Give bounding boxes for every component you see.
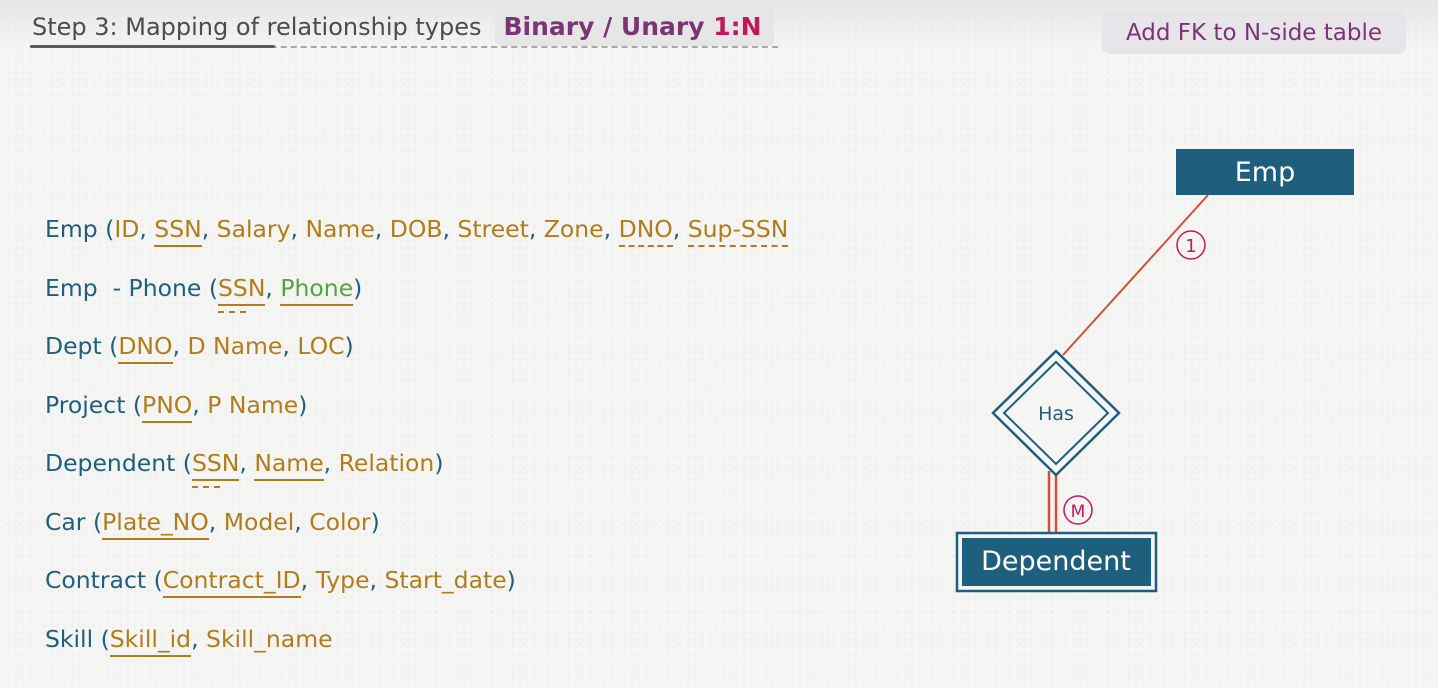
attribute-foreign-key: DNO [618, 215, 673, 247]
close-paren: ) [506, 566, 516, 594]
table-name: Car [45, 508, 86, 536]
table-name: Emp - Phone [45, 274, 202, 302]
table-name: Contract [45, 566, 147, 594]
relationship-has-outer [991, 349, 1121, 477]
attribute: Name [305, 215, 375, 243]
schema-dept: Dept (DNO, D Name, LOC) [45, 331, 354, 364]
attribute-key-foreign-key: SSN [217, 274, 266, 313]
schema-car: Car (Plate_NO, Model, Color) [45, 507, 380, 540]
attribute-key: Skill_id [109, 625, 192, 657]
attribute: D Name [187, 332, 283, 360]
attribute: DOB [389, 215, 443, 243]
schema-dependent: Dependent (SSN, Name, Relation) [45, 448, 444, 488]
attribute: Color [309, 508, 371, 536]
schema-emp: Emp (ID, SSN, Salary, Name, DOB, Street,… [45, 214, 789, 247]
attribute-key-foreign-key: SSN [191, 449, 240, 488]
title-underline-dashed [30, 46, 778, 48]
schema-contract: Contract (Contract_ID, Type, Start_date) [45, 565, 516, 598]
cardinality-many-circle [1063, 495, 1093, 525]
table-name: Project [45, 391, 126, 419]
entity-dependent [962, 538, 1151, 586]
schema-skill: Skill (Skill_id, Skill_name [45, 624, 333, 657]
attribute-key: Phone [280, 274, 354, 306]
attribute-foreign-key: Sup-SSN [687, 215, 789, 247]
attribute-key: DNO [118, 332, 173, 364]
attribute: P Name [207, 391, 299, 419]
cardinality-one-label: 1 [1185, 236, 1196, 257]
cardinality-one-circle [1176, 230, 1206, 260]
table-name: Dependent [45, 449, 176, 477]
rule-note: Add FK to N-side table [1102, 12, 1406, 54]
table-name: Skill [45, 625, 94, 653]
attribute-key: PNO [142, 391, 193, 423]
attribute-key: Name [254, 449, 324, 481]
attribute: Zone [543, 215, 604, 243]
relationship-has-inner [1002, 360, 1110, 466]
close-paren: ) [344, 332, 354, 360]
entity-emp [1176, 149, 1354, 195]
attribute: Street [457, 215, 529, 243]
attribute: Relation [338, 449, 435, 477]
attribute-key: Plate_NO [102, 508, 209, 540]
entity-emp-label: Emp [1235, 157, 1296, 188]
attribute: ID [114, 215, 140, 243]
attribute: Start_date [384, 566, 507, 594]
close-paren: ) [353, 274, 363, 302]
relationship-type-badge: Binary / Unary 1:N [495, 8, 774, 46]
attribute: Salary [216, 215, 291, 243]
relationship-has-label: Has [1038, 403, 1074, 425]
close-paren: ) [298, 391, 308, 419]
relationship-line-top [1062, 194, 1209, 356]
attribute-key: Contract_ID [162, 566, 301, 598]
step-label: Step 3: Mapping of relationship types [32, 13, 482, 41]
close-paren: ) [434, 449, 444, 477]
attribute: Skill_name [206, 625, 333, 653]
schema-project: Project (PNO, P Name) [45, 390, 308, 423]
slide-title: Step 3: Mapping of relationship types Bi… [32, 6, 774, 48]
entity-dependent-outer [955, 531, 1158, 593]
attribute: LOC [297, 332, 345, 360]
type-label: Binary / Unary [503, 11, 705, 41]
attribute: Model [223, 508, 295, 536]
title-underline-solid [30, 45, 275, 48]
ratio-label: 1:N [713, 11, 762, 41]
table-name: Emp [45, 215, 98, 243]
attribute-key: SSN [154, 215, 202, 247]
attribute: Type [315, 566, 370, 594]
entity-dependent-label: Dependent [981, 546, 1131, 577]
cardinality-many-label: M [1071, 502, 1086, 522]
close-paren: ) [370, 508, 380, 536]
table-name: Dept [45, 332, 102, 360]
schema-emp-phone: Emp - Phone (SSN, Phone) [45, 273, 363, 313]
